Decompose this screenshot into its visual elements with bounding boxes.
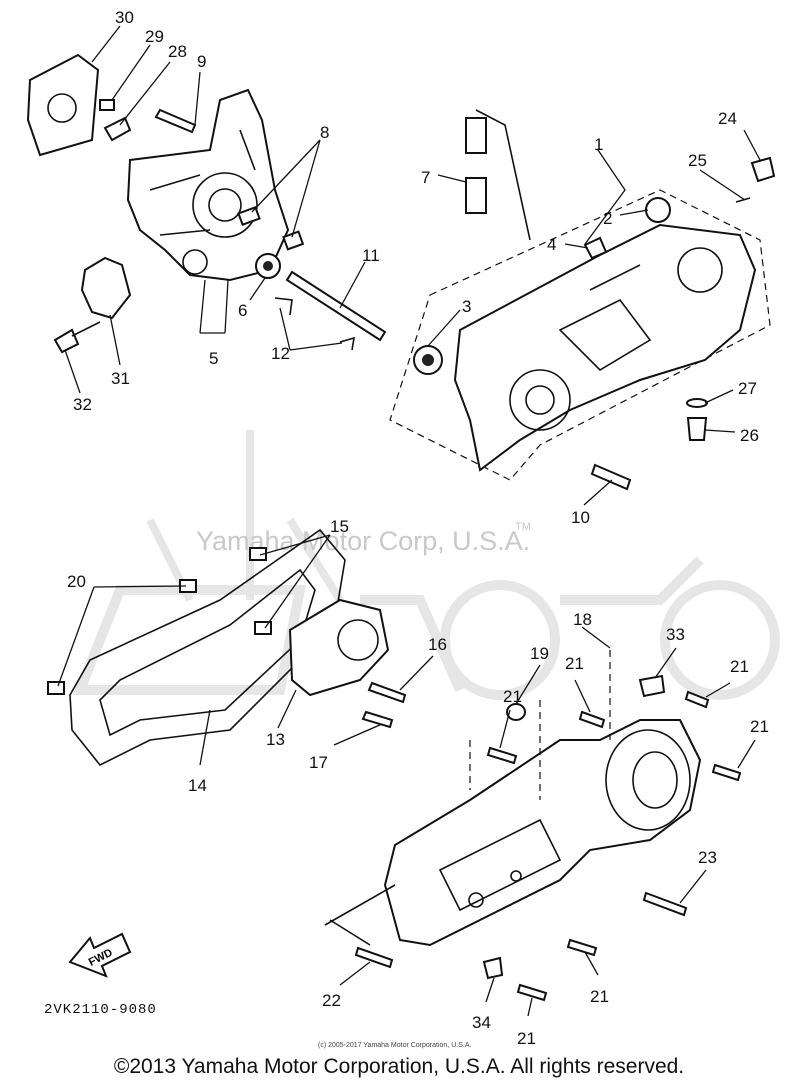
leader-lines <box>57 25 761 1017</box>
watermark-tm: TM <box>515 521 531 533</box>
callout-2: 2 <box>603 209 612 228</box>
callout-29: 29 <box>145 27 164 46</box>
fwd-arrow <box>68 932 132 978</box>
callout-6: 6 <box>238 301 247 320</box>
watermark-graphic <box>72 430 780 700</box>
callout-17: 17 <box>309 753 328 772</box>
callout-12: 12 <box>271 344 290 363</box>
callout-31: 31 <box>111 369 130 388</box>
callout-8: 8 <box>320 123 329 142</box>
callout-9: 9 <box>197 52 206 71</box>
callout-20: 20 <box>67 572 86 591</box>
callout-26: 26 <box>740 426 759 445</box>
callout-27: 27 <box>738 379 757 398</box>
right-crankcase-group <box>389 109 776 491</box>
callout-3: 3 <box>462 297 471 316</box>
callout-21b: 21 <box>730 657 749 676</box>
callout-1: 1 <box>594 135 603 154</box>
footer-copyright: ©2013 Yamaha Motor Corporation, U.S.A. A… <box>113 1055 685 1078</box>
callouts: 30 29 28 9 8 1 24 25 7 2 4 11 6 3 5 12 3… <box>67 8 769 1048</box>
callout-15: 15 <box>330 517 349 536</box>
callout-21a: 21 <box>565 654 584 673</box>
gasket-group <box>47 528 407 767</box>
callout-33: 33 <box>666 625 685 644</box>
callout-5: 5 <box>209 349 218 368</box>
callout-28: 28 <box>168 42 187 61</box>
callout-13: 13 <box>266 730 285 749</box>
callout-23: 23 <box>698 848 717 867</box>
callout-7: 7 <box>421 168 430 187</box>
callout-24: 24 <box>718 109 737 128</box>
callout-22: 22 <box>322 991 341 1010</box>
callout-21c: 21 <box>503 687 522 706</box>
callout-16: 16 <box>428 635 447 654</box>
callout-21f: 21 <box>517 1029 536 1048</box>
small-copyright: (c) 2005-2017 Yamaha Motor Corporation, … <box>318 1042 471 1049</box>
callout-25: 25 <box>688 151 707 170</box>
callout-10: 10 <box>571 508 590 527</box>
callout-21e: 21 <box>590 987 609 1006</box>
callout-19: 19 <box>530 644 549 663</box>
crankcase-cover-group <box>324 650 742 1002</box>
callout-30: 30 <box>115 8 134 27</box>
callout-21d: 21 <box>750 717 769 736</box>
callout-32: 32 <box>73 395 92 414</box>
callout-11: 11 <box>362 246 380 265</box>
callout-14: 14 <box>188 776 207 795</box>
left-crankcase-group <box>26 53 387 354</box>
diagram-code: 2VK2110-9080 <box>44 1002 157 1018</box>
callout-34: 34 <box>472 1013 491 1032</box>
callout-4: 4 <box>547 235 556 254</box>
callout-18: 18 <box>573 610 592 629</box>
watermark-text: Yamaha Motor Corp, U.S.A. <box>196 526 530 556</box>
